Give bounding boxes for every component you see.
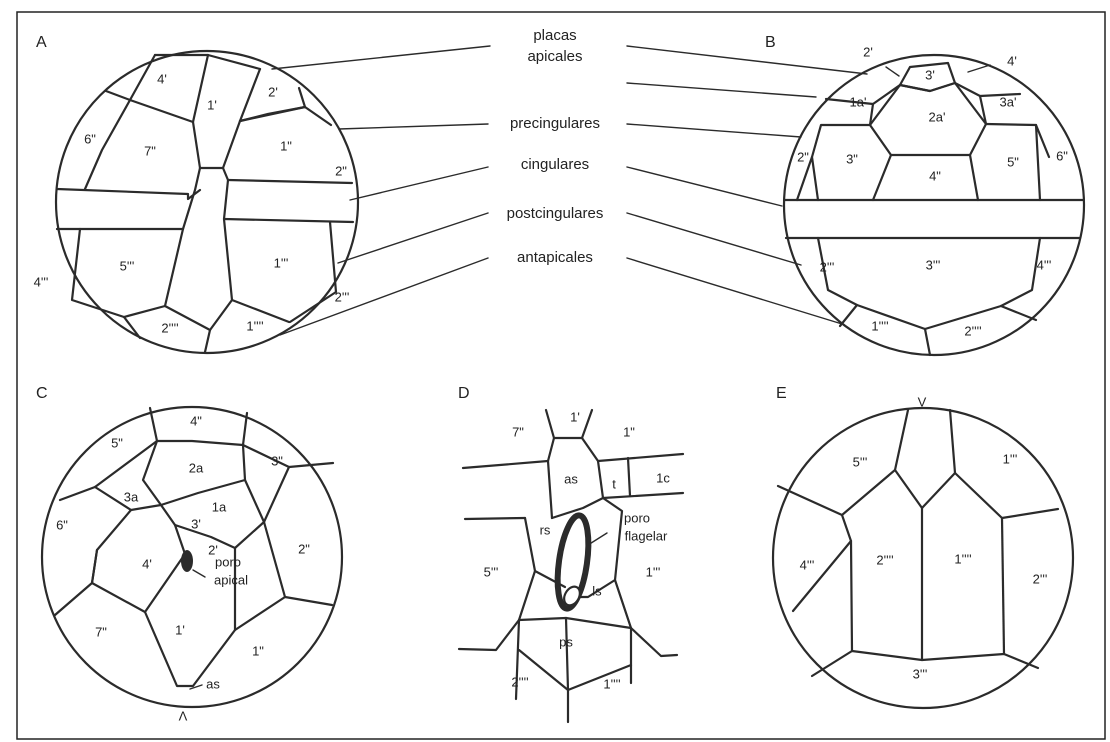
poro-apical-label-2: apical [214,572,248,587]
poro-flagelar-label-2: flagelar [625,528,668,543]
category-labels: placas apicales precingulares cingulares… [507,27,604,266]
plate-b-3prime: 3' [925,67,935,82]
poro-apical-label-1: poro [215,554,241,569]
plate-c-as: as [206,676,220,691]
leader-lines-right [627,46,867,324]
label-cingulares: cingulares [521,156,589,173]
plate-d-7pp: 7" [512,424,524,439]
panel-b [784,55,1084,355]
plate-c-4pp: 4" [190,413,202,428]
label-postcingulares: postcingulares [507,205,604,222]
plate-b-1pppp: 1'''' [871,318,888,333]
plate-c-2pp: 2" [298,541,310,556]
plate-c-5pp: 5" [111,435,123,450]
poro-flagelar-label-1: poro [624,510,650,525]
plate-b-4prime: 4' [1007,53,1017,68]
plate-b-3pp: 3" [846,151,858,166]
plate-e-1ppp: 1''' [1003,451,1018,466]
plate-b-2pp: 2" [797,149,809,164]
plate-d-ps: ps [559,634,573,649]
plate-a-1pp: 1" [280,138,292,153]
label-apicales: apicales [527,48,582,65]
plate-e-5ppp: 5''' [853,454,868,469]
panel-d-labels: 1' 7" 1" as t 1c rs poro flagelar 5''' 1… [484,409,671,691]
plate-b-6pp: 6" [1056,148,1068,163]
plate-b-2aprime: 2a' [929,109,946,124]
plate-c-6pp: 6" [56,517,68,532]
plate-a-1pppp: 1'''' [246,318,263,333]
panel-label-e: E [776,385,787,402]
plate-c-1pp: 1" [252,643,264,658]
panel-e-labels: V 5''' 1''' 4''' 2'''' 1'''' 2''' 3''' [800,394,1048,681]
panel-c [42,407,342,707]
plate-b-4ppp: 4''' [1037,257,1052,272]
plate-a-6pp: 6" [84,131,96,146]
plate-a-1prime: 1' [207,97,217,112]
plate-a-5ppp: 5''' [120,258,135,273]
plate-b-3aprime: 3a' [1000,94,1017,109]
panel-e [773,408,1073,708]
plate-e-4ppp: 4''' [800,557,815,572]
plate-c-3a: 3a [124,489,139,504]
plate-c-3prime: 3' [191,516,201,531]
plate-a-2ppp: 2''' [335,289,350,304]
plate-a-2pp: 2" [335,163,347,178]
plate-d-1prime: 1' [570,409,580,424]
plate-a-7pp: 7" [144,143,156,158]
plate-d-as: as [564,471,578,486]
plate-a-2prime: 2' [268,84,278,99]
panel-label-b: B [765,34,776,51]
plate-d-1pp: 1" [623,424,635,439]
plate-e-2pppp: 2'''' [876,552,893,567]
panel-a [56,51,358,353]
plate-a-4ppp: 4''' [34,274,49,289]
plate-c-4prime: 4' [142,556,152,571]
label-antapicales: antapicales [517,249,593,266]
plate-c-1a: 1a [212,499,227,514]
plate-c-2a: 2a [189,460,204,475]
plate-d-5ppp: 5''' [484,564,499,579]
ventral-mark-c: Λ [179,708,188,723]
plate-a-1ppp: 1''' [274,255,289,270]
plate-e-1pppp: 1'''' [954,551,971,566]
plate-c-7pp: 7" [95,624,107,639]
plate-b-3ppp: 3''' [926,257,941,272]
plate-d-1pppp: 1'''' [603,676,620,691]
plate-d-t: t [612,476,616,491]
plate-e-3ppp: 3''' [913,666,928,681]
panel-label-a: A [36,34,47,51]
plate-a-4prime: 4' [157,71,167,86]
plate-b-1aprime: 1a' [850,94,867,109]
plate-d-rs: rs [540,522,551,537]
plate-e-2ppp: 2''' [1033,571,1048,586]
apical-pore [181,550,193,572]
plate-c-1prime: 1' [175,622,185,637]
plate-b-5pp: 5" [1007,154,1019,169]
label-precingulares: precingulares [510,115,600,132]
panel-label-c: C [36,385,48,402]
plate-b-2pppp: 2'''' [964,323,981,338]
plate-b-4pp: 4" [929,168,941,183]
plate-d-2pppp: 2'''' [511,674,528,689]
plate-d-ls: ls [592,583,602,598]
plate-a-2pppp: 2'''' [161,320,178,335]
label-placas: placas [533,27,576,44]
plate-b-2ppp: 2''' [820,259,835,274]
panel-label-d: D [458,385,470,402]
plate-d-1c: 1c [656,470,670,485]
plate-c-3pp: 3" [271,453,283,468]
ventral-mark-e: V [918,394,927,409]
plate-b-2prime: 2' [863,44,873,59]
leader-lines-left [272,46,490,335]
plate-d-1ppp: 1''' [646,564,661,579]
